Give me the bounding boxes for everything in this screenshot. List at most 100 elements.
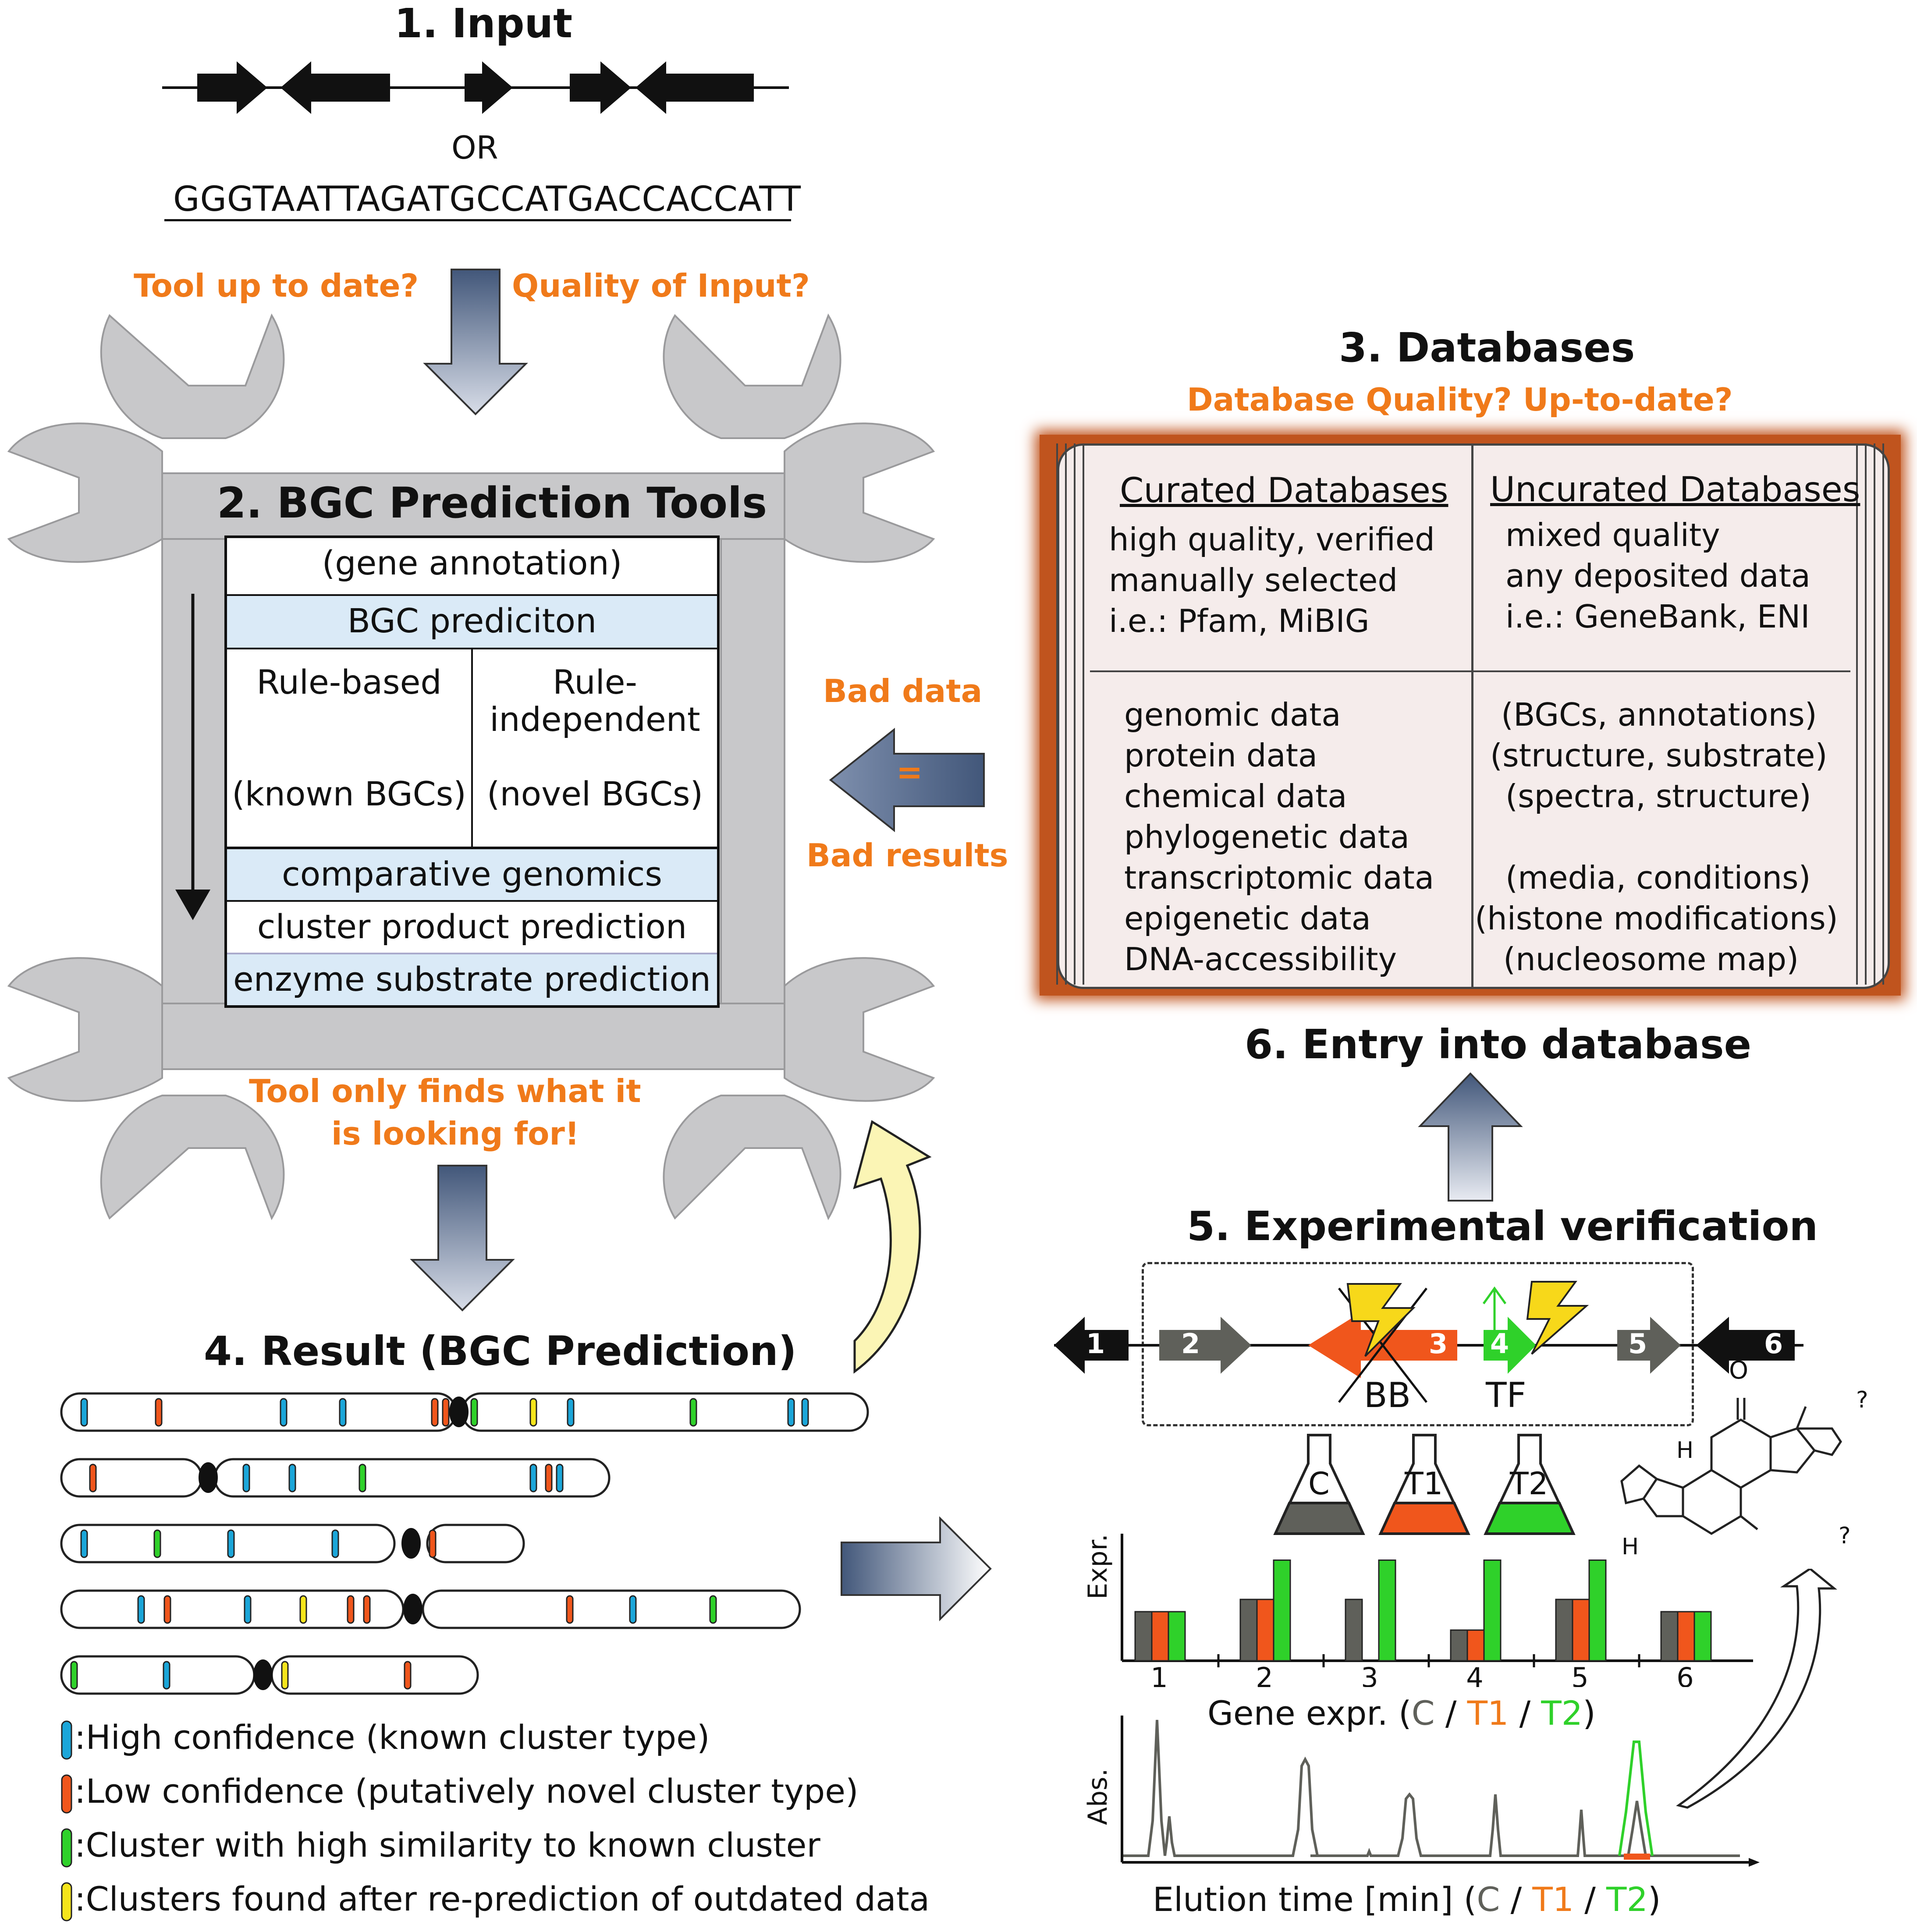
- gene-annotation-row: (gene annotation): [227, 538, 717, 596]
- expr-caption-c: C: [1411, 1694, 1435, 1733]
- data-detail-7: (nucleosome map): [1503, 941, 1799, 978]
- enzyme-substrate-row: enzyme substrate prediction: [227, 954, 717, 1005]
- rule-split-row: Rule-based (known BGCs) Rule- independen…: [227, 649, 717, 849]
- tick-label-1: 1: [1150, 1662, 1168, 1687]
- elution-caption: Elution time [min] (C / T1 / T2): [1153, 1880, 1661, 1919]
- bb-label: BB: [1364, 1376, 1411, 1415]
- gene-arrow-right-2: [465, 61, 513, 114]
- input-or: OR: [451, 129, 498, 166]
- peak-to-molecule-arrow: [1676, 1569, 1838, 1809]
- bar-4-T2: [1483, 1559, 1502, 1662]
- novel-bgcs-label: (novel BGCs): [486, 774, 703, 813]
- tool-only-line-1: Tool only finds what it: [249, 1073, 641, 1110]
- flask-t1-label: T1: [1405, 1466, 1443, 1502]
- gene-label-4: 4: [1490, 1328, 1509, 1360]
- gene-arrow-left-2: [635, 61, 754, 114]
- gene-label-1: 1: [1086, 1328, 1105, 1360]
- input-title: 1. Input: [394, 0, 573, 47]
- db-quality-question: Database Quality? Up-to-date?: [1187, 381, 1733, 418]
- bar-3-C: [1345, 1599, 1363, 1662]
- uncurated-header: Uncurated Databases: [1490, 470, 1860, 510]
- molecule-structure: [1620, 1398, 1842, 1535]
- gene-arrow-left-1: [280, 61, 390, 114]
- data-detail-6: (histone modifications): [1475, 900, 1838, 937]
- rule-independent-cell: Rule- independent (novel BGCs): [473, 649, 717, 847]
- data-type-4: phylogenetic data: [1124, 819, 1409, 855]
- gene-arrows-diagram: [162, 61, 789, 114]
- data-type-3: chemical data: [1124, 778, 1347, 815]
- right-arrow-icon: [841, 1516, 992, 1621]
- expr-caption-sep-2: /: [1509, 1694, 1541, 1733]
- comparative-genomics-row: comparative genomics: [227, 849, 717, 902]
- down-arrow-icon: [423, 269, 528, 415]
- experimental-title: 5. Experimental verification: [1187, 1203, 1818, 1250]
- molecule-q-1: ?: [1856, 1387, 1868, 1413]
- molecule-h-2: H: [1622, 1534, 1639, 1560]
- curated-line-2: manually selected: [1109, 562, 1398, 599]
- down-arrow-2-icon: [410, 1165, 515, 1312]
- molecule-q-2: ?: [1839, 1523, 1851, 1549]
- uncurated-line-3: i.e.: GeneBank, ENI: [1505, 598, 1810, 635]
- legend-similar-cluster: :Cluster with high similarity to known c…: [75, 1826, 820, 1865]
- book-edge-lines: [1056, 443, 1884, 985]
- bar-4-T1: [1466, 1629, 1485, 1662]
- rule-independent-label-2: independent: [490, 700, 700, 739]
- data-type-5: transcriptomic data: [1124, 859, 1434, 896]
- expr-caption-prefix: Gene expr. (: [1207, 1694, 1412, 1733]
- tf-label: TF: [1486, 1376, 1526, 1415]
- input-sequence: GGGTAATTAGATGCCATGACCACCATT: [173, 180, 802, 219]
- abs-axis-label: Abs.: [1083, 1768, 1113, 1825]
- tool-only-line-2: is looking for!: [331, 1115, 579, 1152]
- data-detail-1: (BGCs, annotations): [1501, 696, 1817, 733]
- gene-arrow-right-3: [570, 61, 631, 114]
- wrench-frame: [7, 313, 935, 1220]
- data-type-7: DNA-accessibility: [1124, 941, 1397, 978]
- book-right-page: [1471, 443, 1890, 989]
- curated-line-1: high quality, verified: [1109, 521, 1435, 558]
- bad-data-label: Bad data: [823, 673, 983, 709]
- tools-table: (gene annotation) BGC prediciton Rule-ba…: [224, 535, 720, 1008]
- data-type-2: protein data: [1124, 737, 1317, 774]
- gene-label-6: 6: [1764, 1328, 1783, 1360]
- bar-4-C: [1450, 1629, 1468, 1662]
- legend-swatch-similar: [61, 1828, 72, 1868]
- expr-caption-close: ): [1583, 1694, 1596, 1733]
- tick-label-2: 2: [1256, 1662, 1273, 1687]
- database-book: [1040, 435, 1901, 996]
- uncurated-line-2: any deposited data: [1505, 557, 1810, 594]
- rule-independent-label-1: Rule-: [553, 663, 637, 702]
- legend-swatch-outdated: [61, 1882, 72, 1921]
- bar-5-C: [1555, 1599, 1573, 1662]
- elution-caption-t1: T1: [1532, 1880, 1574, 1919]
- flask-t2-label: T2: [1510, 1466, 1548, 1502]
- legend-swatch-low: [61, 1774, 72, 1814]
- rule-based-label: Rule-based: [256, 663, 442, 702]
- bar-1-C: [1134, 1611, 1153, 1662]
- data-detail-5: (media, conditions): [1505, 859, 1811, 896]
- legend-swatch-high: [61, 1720, 72, 1760]
- equals-sign: =: [896, 754, 923, 791]
- tick-label-5: 5: [1571, 1662, 1588, 1687]
- bar-6-T2: [1693, 1611, 1712, 1662]
- book-left-page: [1057, 443, 1480, 989]
- legend-high-confidence: :High confidence (known cluster type): [75, 1718, 710, 1757]
- bar-2-T2: [1273, 1559, 1291, 1662]
- up-arrow-icon: [1418, 1072, 1523, 1202]
- left-arrow-icon: [829, 727, 985, 833]
- flask-c-label: C: [1308, 1466, 1330, 1502]
- bar-5-T2: [1588, 1559, 1607, 1662]
- bar-2-T1: [1256, 1599, 1274, 1662]
- expr-caption-t2: T2: [1541, 1694, 1583, 1733]
- data-detail-2: (structure, substrate): [1490, 737, 1828, 774]
- result-title: 4. Result (BGC Prediction): [204, 1328, 797, 1375]
- bad-results-label: Bad results: [806, 837, 1008, 874]
- entry-title: 6. Entry into database: [1245, 1021, 1752, 1068]
- sequence-underline: [164, 219, 791, 221]
- expr-caption: Gene expr. (C / T1 / T2): [1207, 1694, 1596, 1733]
- bar-6-T1: [1677, 1611, 1695, 1662]
- legend-low-confidence: :Low confidence (putatively novel cluste…: [75, 1772, 859, 1811]
- tick-label-4: 4: [1466, 1662, 1483, 1687]
- known-bgcs-label: (known BGCs): [232, 774, 466, 813]
- chromatogram: [1121, 1716, 1760, 1867]
